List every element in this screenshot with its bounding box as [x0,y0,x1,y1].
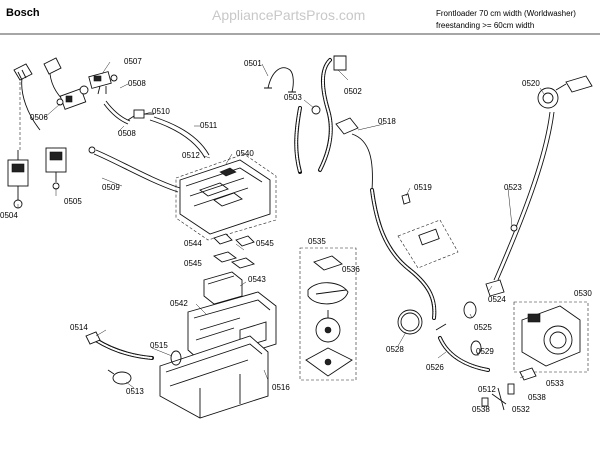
ring-0528 [397,309,423,335]
label-0525: 0525 [474,323,492,332]
label-0540: 0540 [236,149,254,158]
label-0542: 0542 [170,299,188,308]
dispenser-group-outline [175,153,277,241]
sealing-plate [305,347,353,377]
insert-0543 [203,271,243,305]
label-0538-right: 0538 [528,393,546,402]
pressure-group-outline [397,219,459,269]
label-0545-right: 0545 [256,239,274,248]
label-0536: 0536 [342,265,360,274]
hose-0509 [88,146,181,193]
label-0512-top: 0512 [182,151,200,160]
hose-0508 [103,100,131,125]
clamp-0525 [463,301,477,319]
valve-0507 [88,71,118,95]
bellows-hose-0514 [85,331,154,360]
label-0523: 0523 [504,183,522,192]
label-0513: 0513 [126,387,144,396]
part-0532 [491,387,507,411]
label-0530: 0530 [574,289,592,298]
label-0510: 0510 [152,107,170,116]
part-0538 [481,383,515,407]
valve-assembly-0506 [56,85,89,110]
label-0501: 0501 [244,59,262,68]
label-0515: 0515 [150,341,168,350]
label-0543: 0543 [248,275,266,284]
connector-0501 [264,67,296,93]
label-0507: 0507 [124,57,142,66]
label-0509: 0509 [102,183,120,192]
hose-0502 [318,55,347,172]
dispenser-housing-0516 [159,335,269,419]
label-0502: 0502 [344,87,362,96]
air-trap-0518 [335,117,437,320]
brand-title: Bosch [6,7,40,19]
clamp-0515 [170,350,182,366]
part-0533 [519,367,537,381]
part-0536 [307,255,349,305]
label-0503-left: 0508 [128,79,146,88]
pressure-chamber-part [418,228,440,246]
label-0528: 0528 [386,345,404,354]
model-description-line-2: freestanding >= 60cm width [436,21,534,30]
label-0506: 0506 [30,113,48,122]
label-0526: 0526 [426,363,444,372]
clamp-0529 [470,340,482,356]
label-0532: 0532 [512,405,530,414]
connector-0510 [127,109,154,121]
label-0529: 0529 [476,347,494,356]
disc-part [315,310,341,343]
hose-0511 [149,116,210,159]
label-0503: 0503 [284,93,302,102]
sensor-0520 [537,75,593,109]
label-0544: 0544 [184,239,202,248]
label-0512-bottom: 0512 [478,385,496,394]
label-0504: 0504 [0,211,18,220]
drain-pump-0530 [521,305,581,367]
label-0524: 0524 [488,295,506,304]
label-0520: 0520 [522,79,540,88]
siphon-0545 [213,251,255,269]
clamp-0524 [485,279,505,297]
leader-lines [17,61,545,389]
label-0535: 0535 [308,237,326,246]
label-0508: 0508 [118,129,136,138]
label-0519: 0519 [414,183,432,192]
pump-group-outline [513,301,589,373]
clip-0519 [401,193,411,205]
valve-0505 [45,147,67,190]
label-0538-left: 0538 [472,405,490,414]
hose-0523 [493,111,555,281]
pump-hose-0526 [435,323,490,372]
group-0535-outline [299,247,357,381]
valve-0504 [7,150,29,209]
label-0505: 0505 [64,197,82,206]
label-0518: 0518 [378,117,396,126]
label-0533: 0533 [546,379,564,388]
clamp-0513 [107,369,132,385]
label-0545-left: 0545 [184,259,202,268]
model-description-line-1: Frontloader 70 cm width (Worldwasher) [436,9,576,18]
siphon-0544 [213,233,255,247]
label-0516: 0516 [272,383,290,392]
hose-0503 [294,105,321,174]
dispenser-lid-0540 [179,159,271,235]
label-0511: 0511 [200,121,218,130]
label-0514: 0514 [70,323,88,332]
site-watermark: AppliancePartsPros.com [212,7,365,23]
